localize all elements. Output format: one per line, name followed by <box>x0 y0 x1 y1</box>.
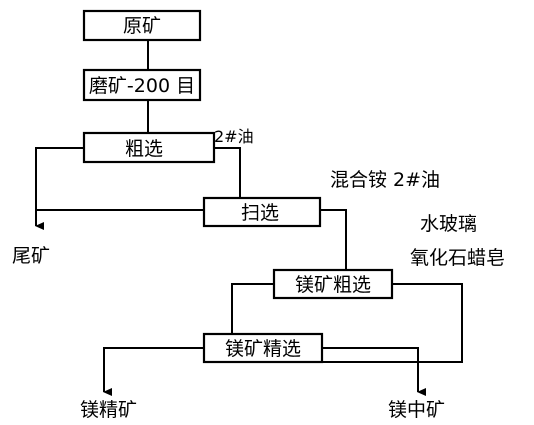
box-scavenger: 扫选 <box>202 196 322 228</box>
product-mg-concentrate: 镁精矿 <box>80 399 137 421</box>
reagent-soap: 氧化石蜡皂 <box>410 247 505 269</box>
box-mg-rougher-label: 镁矿粗选 <box>295 274 371 296</box>
box-rougher-label: 粗选 <box>125 138 163 160</box>
reagent-amine-oil: 混合铵 2#油 <box>330 169 440 191</box>
box-grinding: 磨矿-200 目 <box>82 68 202 102</box>
box-raw-ore-label: 原矿 <box>123 15 161 37</box>
flow-line-mg-rougher-to-cleaner <box>231 283 274 334</box>
box-mg-rougher: 镁矿粗选 <box>272 268 394 300</box>
reagent-water-glass: 水玻璃 <box>420 213 477 235</box>
box-grinding-label: 磨矿-200 目 <box>89 75 195 97</box>
box-raw-ore: 原矿 <box>82 9 202 42</box>
product-tailings: 尾矿 <box>12 245 50 267</box>
box-mg-cleaner: 镁矿精选 <box>202 332 324 364</box>
reagent-oil-2: 2#油 <box>214 127 254 146</box>
flow-line-rougher-to-scavenger <box>214 147 241 198</box>
flow-line-rougher-left <box>35 147 84 208</box>
product-mg-middlings: 镁中矿 <box>388 399 445 421</box>
box-mg-cleaner-label: 镁矿精选 <box>225 338 301 360</box>
box-scavenger-label: 扫选 <box>241 202 279 224</box>
flow-line-mg-rougher-right <box>322 283 463 363</box>
flow-line-cleaner-to-middlings <box>322 347 419 374</box>
flow-line-cleaner-to-concentrate <box>103 347 204 375</box>
box-rougher: 粗选 <box>82 131 216 164</box>
